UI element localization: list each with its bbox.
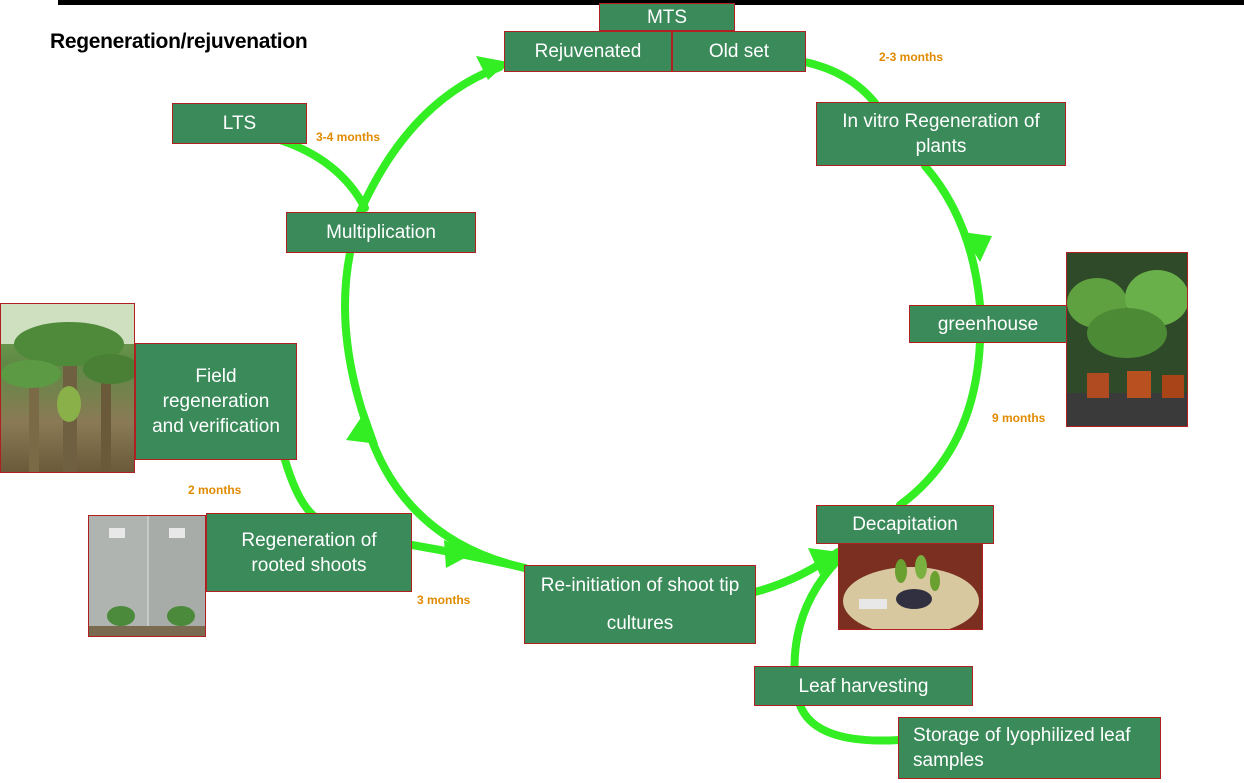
node-lts: LTS [172, 103, 307, 144]
node-reinitiation-label: Re-initiation of shoot tip cultures [540, 574, 740, 634]
duration-2-months: 2 months [188, 483, 242, 497]
node-in-vitro: In vitro Regeneration of plants [816, 102, 1066, 166]
arrowhead-rejuvenated [476, 56, 508, 80]
greenhouse-plants-photo [1066, 252, 1188, 427]
node-old-set: Old set [672, 31, 806, 72]
arrow-oldset-invitro [801, 58, 879, 107]
node-storage: Storage of lyophilized leaf samples [898, 717, 1161, 779]
arrow-decapitation-leaf [790, 556, 842, 684]
node-field-label: Field regeneration and verification [152, 366, 280, 437]
banana-field-photo [0, 303, 135, 473]
duration-2-3-months: 2-3 months [879, 50, 944, 64]
node-in-vitro-label: In vitro Regeneration of plants [842, 111, 1040, 157]
node-greenhouse-label: greenhouse [937, 313, 1039, 335]
node-mts: MTS [599, 3, 735, 31]
node-leaf-harvesting: Leaf harvesting [754, 666, 973, 706]
arrow-lts-multiplication [276, 136, 369, 212]
rooted-shoots-photo [88, 515, 206, 637]
node-storage-label: Storage of lyophilized leaf samples [913, 725, 1131, 771]
node-lts-label: LTS [222, 113, 257, 134]
arrow-field-rooted [281, 456, 324, 524]
duration-3-months: 3 months [417, 593, 471, 607]
node-rejuvenated: Rejuvenated [504, 31, 672, 72]
node-mts-label: MTS [646, 6, 688, 28]
node-decapitation-label: Decapitation [852, 514, 958, 535]
node-decapitation: Decapitation [816, 505, 994, 544]
node-leaf-harvesting-label: Leaf harvesting [798, 675, 929, 697]
top-rule [58, 0, 1244, 5]
arrow-invitro-greenhouse [921, 162, 984, 309]
duration-3-4-months: 3-4 months [316, 130, 381, 144]
node-field: Field regeneration and verification [135, 343, 297, 460]
page-title: Regeneration/rejuvenation [50, 30, 308, 53]
node-greenhouse: greenhouse [909, 305, 1067, 343]
node-rejuvenated-label: Rejuvenated [534, 41, 642, 62]
duration-9-months: 9 months [992, 411, 1046, 425]
decapitated-plant-photo [838, 540, 983, 630]
node-regen-rooted: Regeneration of rooted shoots [206, 513, 412, 592]
arrowhead-decapitation [808, 548, 840, 575]
arrow-leaf-storage [796, 701, 904, 745]
arrow-greenhouse-decapitation [896, 338, 984, 509]
arrow-multiplication-rejuvenated [356, 63, 504, 216]
node-multiplication: Multiplication [286, 212, 476, 253]
node-regen-rooted-label: Regeneration of rooted shoots [241, 529, 377, 576]
node-multiplication-label: Multiplication [326, 222, 436, 243]
arrowhead-greenhouse [962, 232, 992, 262]
node-reinitiation: Re-initiation of shoot tip cultures [524, 565, 756, 644]
arrowhead-multiplication-up [346, 410, 378, 444]
node-old-set-label: Old set [708, 41, 770, 62]
arrowhead-rooted [444, 540, 474, 568]
